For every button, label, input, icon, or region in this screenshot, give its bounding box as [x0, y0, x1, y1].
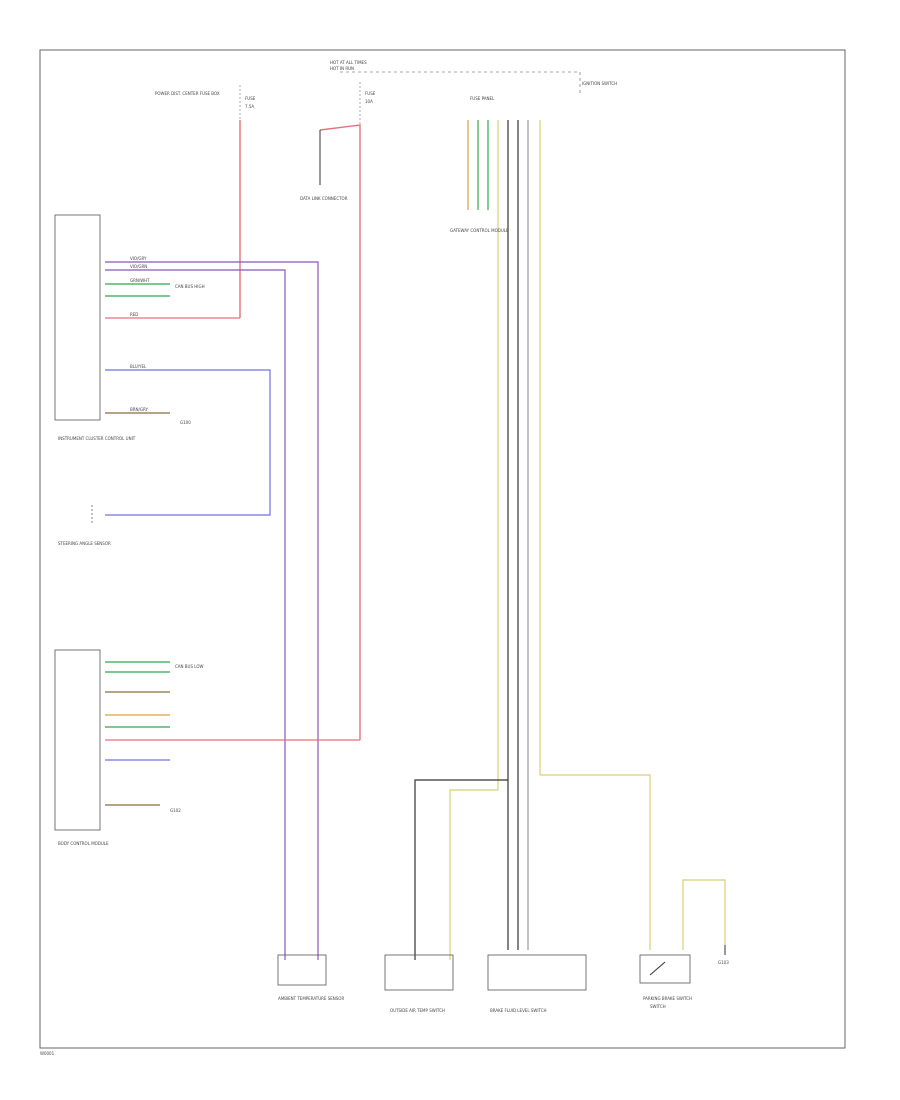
- sensor-box-1: AMBIENT TEMPERATURE SENSOR: [277, 954, 344, 1001]
- label-sensor-1: AMBIENT TEMPERATURE SENSOR: [278, 996, 344, 1001]
- label-fuse-panel: FUSE PANEL: [470, 96, 495, 101]
- fuse-center: FUSE 10A DATA LINK CONNECTOR: [300, 82, 376, 740]
- wire-label-blue: BLU/YEL: [130, 364, 147, 369]
- wire-label-violet2: VIO/GRN: [130, 264, 147, 269]
- label-sensor-4: PARKING BRAKE SWITCH: [643, 996, 692, 1001]
- wire-label-green: GRN/WHT: [130, 278, 150, 283]
- ground-g3-label: G103: [718, 960, 729, 965]
- label-sensor-2: OUTSIDE AIR TEMP SWITCH: [390, 1008, 445, 1013]
- footer-code: W0001: [40, 1051, 55, 1056]
- fuse-panel-bundle: GATEWAY CONTROL MODULE: [450, 120, 541, 950]
- label-left-box: POWER DIST. CENTER FUSE BOX: [155, 91, 220, 96]
- bottom-wires: [414, 774, 726, 960]
- instrument-cluster: INSTRUMENT CLUSTER CONTROL UNIT VIO/GRY …: [54, 214, 319, 960]
- ground-g2-label: G102: [170, 808, 181, 813]
- fuse-left-label: FUSE: [245, 96, 256, 101]
- connector-b-label: CAN BUS LOW: [175, 664, 204, 669]
- fuse-left-rating: 7.5A: [245, 104, 254, 109]
- sensor-box-4: PARKING BRAKE SWITCH SWITCH: [639, 954, 692, 1009]
- fuse-center-rating: 10A: [365, 99, 373, 104]
- label-steering-angle: STEERING ANGLE SENSOR: [58, 541, 111, 546]
- ground-g1-label: G100: [180, 420, 191, 425]
- connector-a-label: CAN BUS HIGH: [175, 284, 205, 289]
- fuse-center-label: FUSE: [365, 91, 376, 96]
- ground-bottom: G103: [718, 945, 729, 965]
- wire-label-violet: VIO/GRY: [130, 256, 147, 261]
- sensor-box-2: OUTSIDE AIR TEMP SWITCH: [384, 954, 454, 1013]
- label-gateway: GATEWAY CONTROL MODULE: [450, 228, 509, 233]
- top-labels: HOT AT ALL TIMES HOT IN RUN POWER DIST. …: [155, 60, 617, 101]
- label-hot-at-all-times: HOT AT ALL TIMES: [330, 60, 367, 65]
- label-right-box: IGNITION SWITCH: [582, 81, 617, 86]
- body-control-module: BODY CONTROL MODULE CAN BUS LOW G102: [54, 649, 360, 846]
- label-sensor-3: BRAKE FLUID LEVEL SWITCH: [490, 1008, 547, 1013]
- label-body-control: BODY CONTROL MODULE: [58, 841, 109, 846]
- label-hot-in-run: HOT IN RUN: [330, 66, 354, 71]
- wire-label-brown: BRN/GRY: [130, 407, 148, 412]
- diagram-frame: [39, 49, 846, 1049]
- label-data-link: DATA LINK CONNECTOR: [300, 196, 348, 201]
- label-switch: SWITCH: [650, 1004, 666, 1009]
- steering-angle-sensor: STEERING ANGLE SENSOR: [58, 505, 111, 546]
- wire-label-red: RED: [130, 312, 138, 317]
- label-instrument-cluster: INSTRUMENT CLUSTER CONTROL UNIT: [58, 436, 136, 441]
- sensor-box-3: BRAKE FLUID LEVEL SWITCH: [487, 954, 587, 1013]
- fuse-left: FUSE 7.5A: [239, 85, 256, 318]
